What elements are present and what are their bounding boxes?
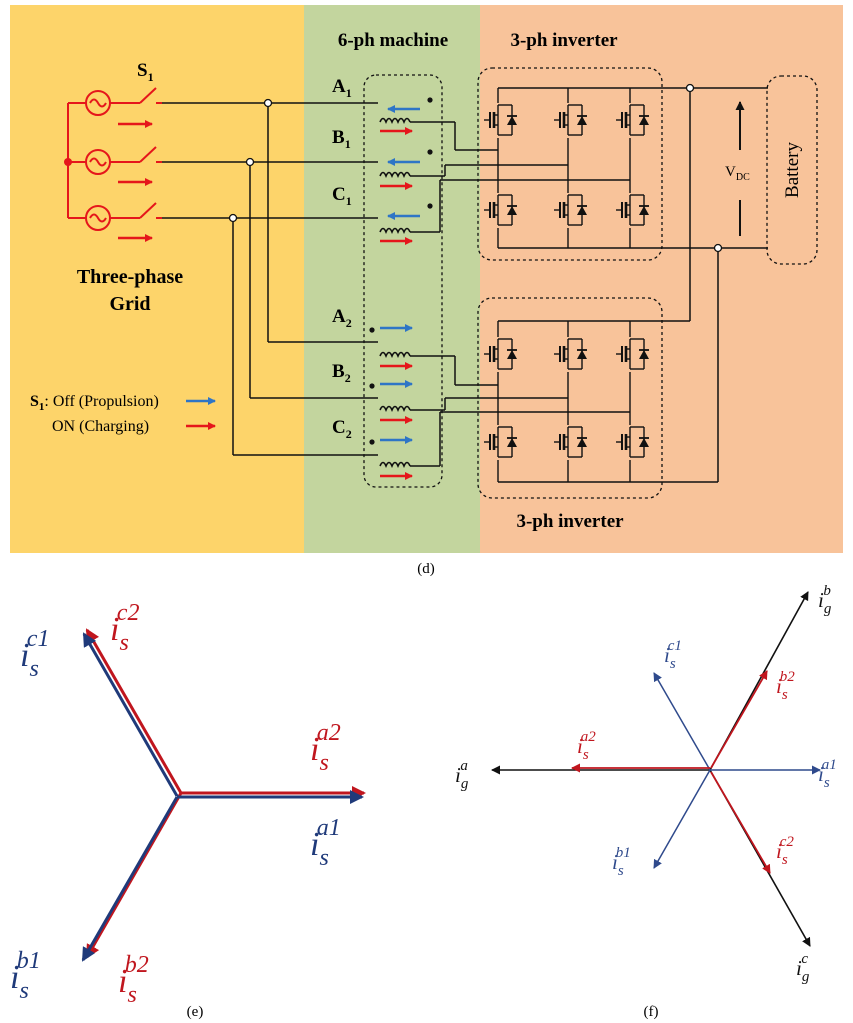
phase-label-c2: C2	[332, 417, 352, 441]
label-f-sb2: isb2	[776, 669, 795, 703]
junction-dots	[228, 83, 723, 253]
label-e-a1: isa1	[310, 815, 341, 871]
phase-label-b2: B2	[332, 361, 351, 385]
grid-neutral-node	[64, 158, 72, 166]
switch-label: S1	[137, 60, 154, 84]
machine-box	[363, 74, 443, 488]
figure-d: 6-ph machine 3-ph inverter 3-ph inverter…	[10, 5, 843, 577]
figure-f: igb iga igc isc1 isb2 isa2 isa1 isb1 isc…	[455, 583, 837, 1020]
phase-label-b1: B1	[332, 127, 351, 151]
caption-f: (f)	[644, 1004, 659, 1020]
switch-charge-arrows	[118, 120, 153, 242]
label-e-c2: isc2	[110, 600, 139, 656]
label-f-sb1: isb1	[612, 845, 631, 879]
machine-region	[304, 5, 480, 553]
inverter-top-box	[477, 67, 663, 261]
phase-label-a2: A2	[332, 306, 352, 330]
vector-f-sc2	[710, 771, 771, 874]
label-f-sc1: isc1	[664, 638, 682, 672]
label-f-ga: iga	[455, 758, 469, 792]
figure-e: isc2 isc1 isa2 isa1 isb1 isb2 (e)	[10, 600, 366, 1020]
label-f-sc2: isc2	[776, 834, 794, 868]
legend-off-text: S1: Off (Propulsion)	[30, 393, 159, 413]
label-e-c1: isc1	[20, 626, 49, 682]
phase-label-c1: C1	[332, 184, 352, 208]
vector-e-c2	[85, 628, 183, 794]
inverter-top-title: 3-ph inverter	[510, 30, 618, 51]
label-f-gc: igc	[796, 951, 810, 985]
coil-dots	[369, 97, 433, 445]
vector-f-sb2	[710, 670, 768, 769]
vector-f-sc1	[653, 672, 711, 771]
inverter-bottom-box	[477, 297, 663, 499]
vector-e-b2	[85, 792, 183, 959]
grid-region	[10, 5, 304, 553]
phase-label-a1: A1	[332, 76, 352, 100]
machine-propulsion-arrows	[380, 105, 420, 444]
grid-label-2: Grid	[109, 293, 150, 315]
grid-sources	[67, 87, 162, 231]
vector-e-b1	[81, 796, 179, 962]
inverter-top-switches	[482, 88, 651, 248]
label-f-gb: igb	[818, 583, 832, 617]
vector-e-c1	[82, 632, 179, 797]
inverter-bottom-title: 3-ph inverter	[516, 511, 624, 532]
machine-title: 6-ph machine	[338, 30, 448, 51]
legend-on-text: ON (Charging)	[52, 418, 149, 435]
caption-d: (d)	[417, 561, 435, 577]
machine-charging-arrows	[380, 127, 413, 480]
battery-box	[766, 75, 818, 265]
label-f-sa2: isa2	[577, 729, 596, 763]
label-e-b2: isb2	[118, 952, 149, 1008]
label-e-a2: isa2	[310, 720, 341, 776]
label-e-b1: isb1	[10, 948, 41, 1004]
inverter-bottom-switches	[482, 321, 651, 482]
legend: S1: Off (Propulsion) ON (Charging)	[30, 393, 216, 435]
vector-f-sb1	[653, 769, 711, 869]
battery-label: Battery	[782, 142, 803, 198]
caption-e: (e)	[187, 1004, 204, 1020]
label-f-sa1: isa1	[818, 757, 837, 791]
grid-label-1: Three-phase	[77, 266, 183, 288]
vdc-label: VDC	[725, 164, 750, 183]
